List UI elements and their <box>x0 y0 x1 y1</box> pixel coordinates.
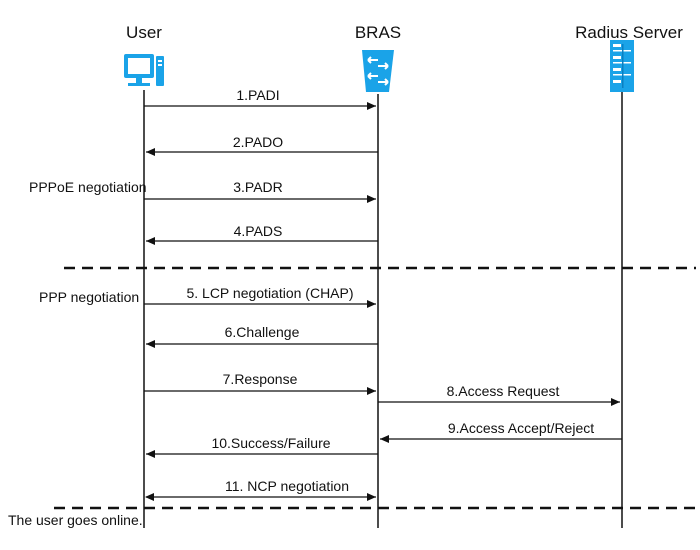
message-label-1: 1.PADI <box>236 87 279 103</box>
computer-icon <box>124 54 164 86</box>
message-label-5: 5. LCP negotiation (CHAP) <box>186 285 353 301</box>
message-label-2: 2.PADO <box>233 134 283 150</box>
router-icon <box>362 50 394 92</box>
participant-bras-label: BRAS <box>355 23 401 42</box>
phase-label-pppoe: PPPoE negotiation <box>29 179 147 195</box>
message-label-8: 8.Access Request <box>447 383 560 399</box>
message-label-11: 11. NCP negotiation <box>225 478 349 494</box>
message-label-10: 10.Success/Failure <box>211 435 330 451</box>
phase-label-ppp: PPP negotiation <box>39 289 139 305</box>
participant-radius-label: Radius Server <box>575 23 683 42</box>
participant-user-label: User <box>126 23 162 42</box>
message-label-9: 9.Access Accept/Reject <box>448 420 594 436</box>
phase-label-online: The user goes online. <box>8 512 143 528</box>
message-label-6: 6.Challenge <box>225 324 300 340</box>
server-icon <box>610 40 634 92</box>
message-label-7: 7.Response <box>223 371 298 387</box>
message-label-4: 4.PADS <box>234 223 283 239</box>
message-label-3: 3.PADR <box>233 179 283 195</box>
